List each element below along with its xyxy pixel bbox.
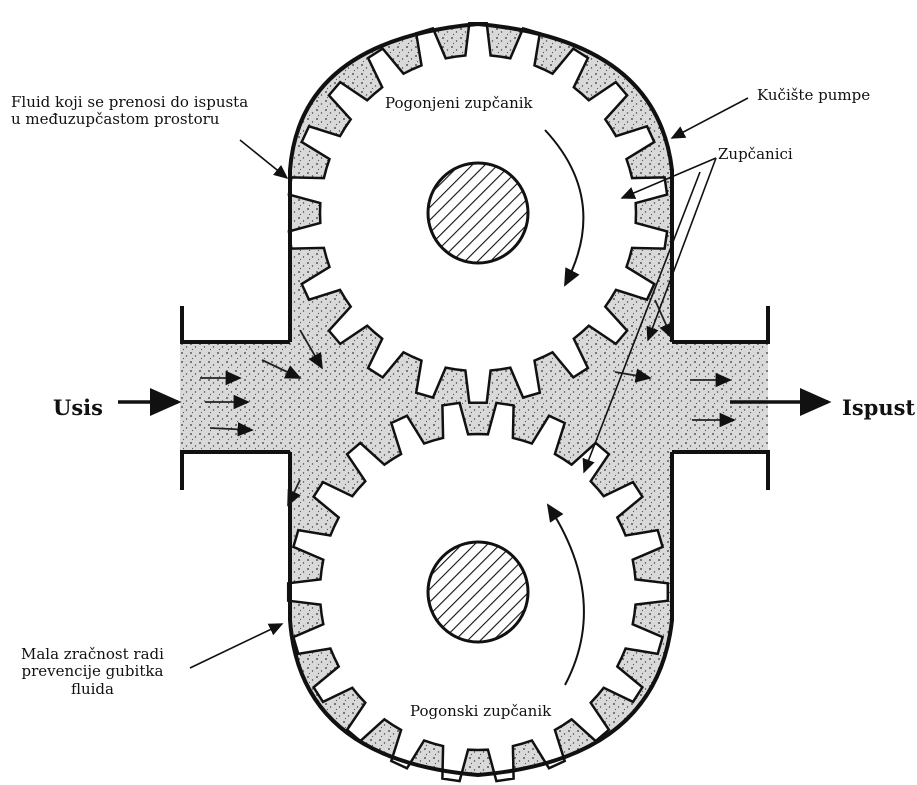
fluid-label-line1: Fluid koji se prenosi do ispusta: [11, 94, 248, 111]
clearance-label-line2: prevencije gubitka: [21, 663, 164, 680]
inlet-label: Usis: [53, 396, 103, 420]
clearance-label: Mala zračnost radi prevencije gubitka fl…: [21, 646, 164, 698]
clearance-label-line1: Mala zračnost radi: [21, 646, 164, 663]
upper-shaft: [428, 163, 528, 263]
lower-shaft: [428, 542, 528, 642]
fluid-transport-label: Fluid koji se prenosi do ispusta u međuz…: [11, 94, 248, 129]
pump-housing-label: Kučište pumpe: [757, 87, 870, 104]
fluid-label-line2: u međuzupčastom prostoru: [11, 111, 248, 128]
gears-label: Zupčanici: [718, 146, 793, 163]
outlet-label: Ispust: [842, 396, 915, 420]
drive-gear-label: Pogonski zupčanik: [410, 703, 551, 720]
clearance-label-line3: fluida: [21, 681, 164, 698]
driven-gear-label: Pogonjeni zupčanik: [385, 95, 533, 112]
